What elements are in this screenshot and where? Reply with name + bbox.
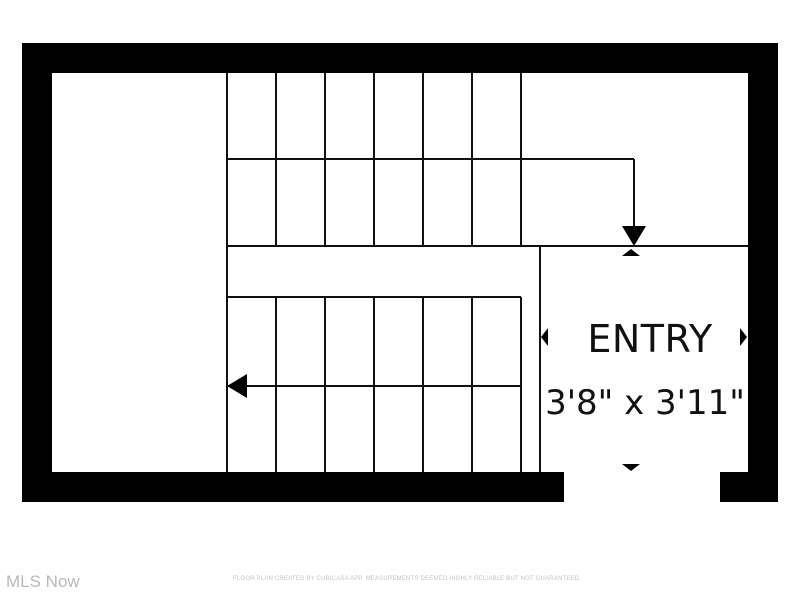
wall-top [22,43,778,73]
dimension-marker-bottom-icon [622,464,640,471]
entry-room-label: ENTRY [587,317,713,361]
lower-stair-run [226,246,522,472]
wall-bottom-left [22,472,564,502]
wall-bottom-right [720,472,778,502]
wall-right [748,43,778,502]
wall-left [22,43,52,502]
dimension-marker-top-icon [622,249,640,256]
dimension-marker-left-icon [541,328,548,346]
mls-watermark: MLS Now [6,572,80,591]
down-arrow-icon [622,226,646,246]
entry-room-outline [227,245,748,472]
upper-stair-run [226,73,635,246]
disclaimer-text: FLOOR PLAN CREATED BY CUBICASA APP. MEAS… [233,576,582,582]
entry-room-dimensions: 3'8" x 3'11" [545,383,745,423]
dimension-marker-right-icon [740,328,747,346]
left-arrow-icon [227,374,247,398]
